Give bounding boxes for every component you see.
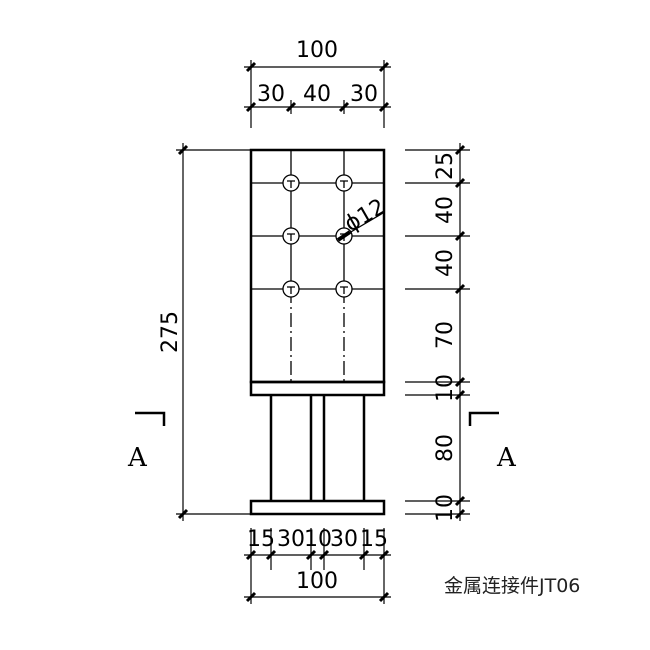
bolt-hole xyxy=(335,174,353,192)
bolt-grid xyxy=(251,150,384,382)
bolt-hole xyxy=(282,227,300,245)
dimension-tick xyxy=(358,549,370,561)
dimension-tick xyxy=(378,101,390,113)
bolt-leader xyxy=(343,212,384,237)
dim-top-part: 30 xyxy=(257,82,285,107)
dimension-tick xyxy=(245,591,257,603)
dim-bottom-part: 30 xyxy=(330,527,358,552)
dimension-tick xyxy=(454,508,466,520)
dimension-tick xyxy=(177,508,189,520)
dimension-tick xyxy=(454,283,466,295)
section-marker-left xyxy=(135,411,166,426)
top-plate xyxy=(249,148,386,384)
dim-bottom-part: 30 xyxy=(277,527,305,552)
base-plate xyxy=(249,499,386,516)
dimension-tick xyxy=(265,549,277,561)
dimension-tick xyxy=(378,549,390,561)
drawing-title: 金属连接件JT06 xyxy=(444,575,581,597)
dimension-tick xyxy=(318,549,330,561)
dimension-ticks xyxy=(177,61,466,603)
dimension-tick xyxy=(454,230,466,242)
dim-bottom-part: 10 xyxy=(304,527,332,552)
section-label-right: A xyxy=(496,443,517,473)
bolt-hole xyxy=(282,174,300,192)
dim-bottom-total: 100 xyxy=(296,569,338,594)
webs xyxy=(269,395,366,501)
dimension-tick xyxy=(454,376,466,388)
dim-top-total: 100 xyxy=(296,38,338,63)
dimension-tick xyxy=(245,549,257,561)
upper-flange xyxy=(249,380,386,397)
dimension-tick xyxy=(245,101,257,113)
dim-top-part: 40 xyxy=(303,82,331,107)
dimension-tick xyxy=(245,61,257,73)
dim-right-part: 80 xyxy=(433,434,458,462)
dim-bottom-part: 15 xyxy=(247,527,275,552)
dimension-tick xyxy=(454,177,466,189)
dim-right-part: 25 xyxy=(433,152,458,180)
dimension-tick xyxy=(338,101,350,113)
dim-left-total: 275 xyxy=(158,311,183,353)
dim-right-part: 10 xyxy=(433,374,458,402)
dim-right-part: 70 xyxy=(433,321,458,349)
dimension-tick xyxy=(305,549,317,561)
dimension-tick xyxy=(454,144,466,156)
dimension-tick xyxy=(177,144,189,156)
dim-top-part: 30 xyxy=(350,82,378,107)
dimension-tick xyxy=(378,591,390,603)
bolt-hole xyxy=(282,280,300,298)
dim-right-part: 10 xyxy=(433,494,458,522)
dimension-tick xyxy=(454,495,466,507)
section-marker-right xyxy=(468,411,499,426)
dimension-tick xyxy=(378,61,390,73)
dimension-lines xyxy=(176,60,470,604)
dimension-tick xyxy=(454,389,466,401)
bolt-hole xyxy=(335,280,353,298)
dim-right-part: 40 xyxy=(433,249,458,277)
dim-right-part: 40 xyxy=(433,196,458,224)
dim-bottom-part: 15 xyxy=(360,527,388,552)
section-label-left: A xyxy=(127,443,148,473)
dimension-tick xyxy=(285,101,297,113)
